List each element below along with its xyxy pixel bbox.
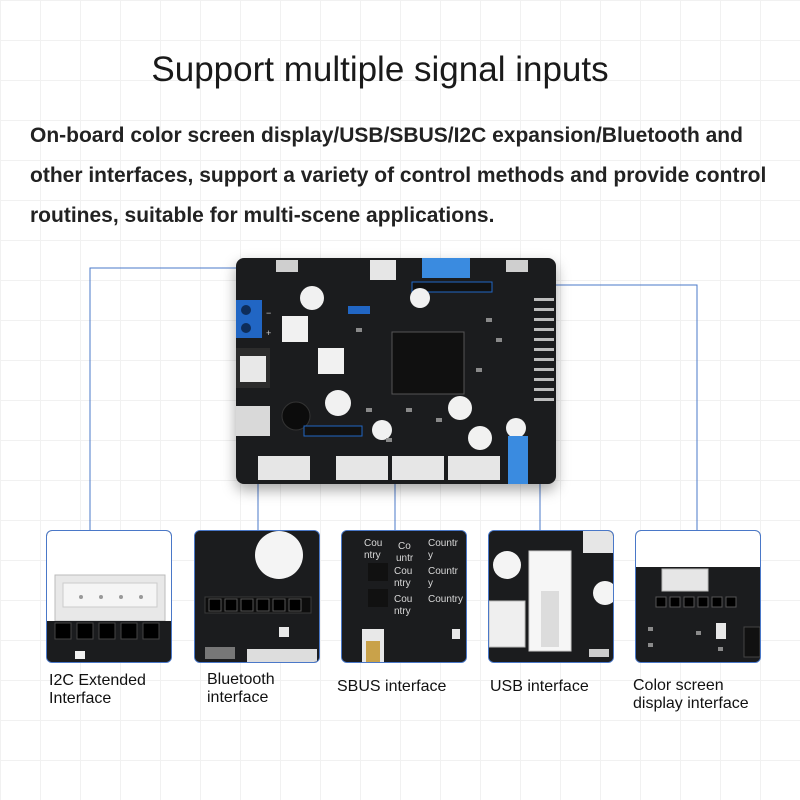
sbus-text-12: ntry [394, 606, 411, 617]
label-usb: USB interface [490, 678, 589, 696]
sbus-text-11: Cou [394, 594, 412, 605]
panel-usb [488, 530, 614, 663]
board-illustration: − + [236, 258, 554, 484]
sbus-text-3: Co [398, 541, 411, 552]
label-sbus-line1: SBUS interface [337, 678, 447, 695]
label-sbus: SBUS interface [337, 678, 446, 696]
panel-sbus: Cou ntry Co untr Countr y Cou ntry Count… [341, 530, 467, 663]
label-i2c-line1: I2C Extended [49, 672, 146, 689]
sbus-text-5: Countr [428, 538, 459, 549]
label-bluetooth: Bluetooth interface [207, 671, 275, 707]
sbus-text-2: ntry [364, 550, 381, 561]
label-color-screen-line1: Color screen [633, 677, 724, 694]
label-bluetooth-line1: Bluetooth [207, 671, 275, 688]
controller-board: − + [236, 258, 556, 484]
bluetooth-header [303, 425, 363, 437]
sbus-text-7: Cou [394, 566, 412, 577]
sbus-text-4: untr [396, 553, 414, 564]
usb-port [508, 436, 528, 484]
page-title: Support multiple signal inputs [151, 50, 609, 89]
sbus-text-10: y [428, 578, 433, 589]
top-blue-connector [422, 258, 470, 278]
sbus-text-8: ntry [394, 578, 411, 589]
page-description: On-board color screen display/USB/SBUS/I… [30, 124, 767, 227]
sbus-text-1: Cou [364, 538, 382, 549]
svg-text:+: + [266, 328, 271, 338]
label-color-screen: Color screen display interface [633, 677, 749, 713]
panel-color-screen [635, 530, 761, 663]
label-usb-line1: USB interface [490, 678, 589, 695]
label-bluetooth-line2: interface [207, 689, 269, 706]
svg-text:−: − [266, 308, 271, 318]
power-terminal [236, 300, 262, 338]
panel-i2c [46, 530, 172, 663]
mcu-chip [391, 331, 465, 395]
sbus-header [348, 306, 370, 314]
label-i2c: I2C Extended Interface [49, 672, 146, 708]
panel-bluetooth [194, 530, 320, 663]
label-i2c-line2: Interface [49, 690, 112, 707]
label-color-screen-line2: display interface [633, 695, 749, 712]
sbus-text-6: y [428, 550, 433, 561]
sbus-text-9: Countr [428, 566, 459, 577]
sbus-text-13: Country [428, 594, 463, 605]
